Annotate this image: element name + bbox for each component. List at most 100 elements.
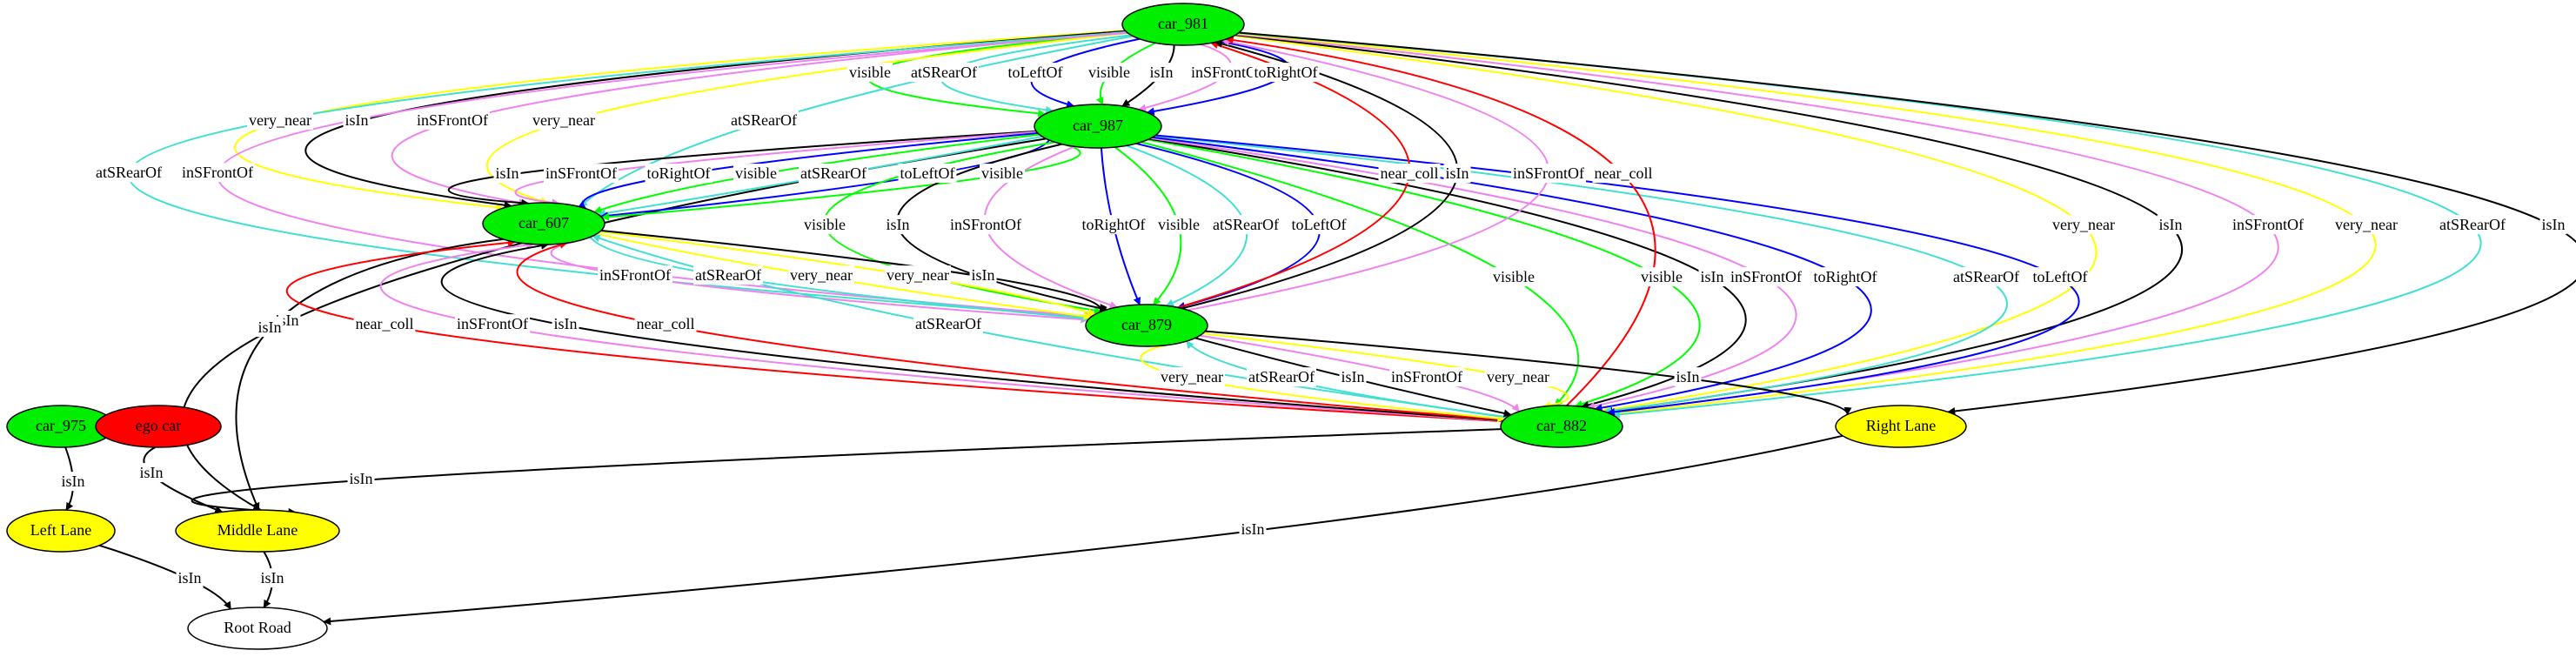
edge-label-background: [1698, 267, 1726, 287]
edge-label-very_near: very_near: [2052, 216, 2115, 233]
edge-label-isIn: isIn: [1446, 164, 1469, 182]
edge-label-inSFrontOf: inSFrontOf: [1513, 164, 1584, 182]
edge-label-inSFrontOf: inSFrontOf: [1730, 268, 1802, 285]
edge-label-background: [898, 164, 957, 184]
edge-label-background: [1443, 164, 1471, 184]
node-shape: [1121, 3, 1245, 46]
edge-label-isIn: isIn: [496, 164, 519, 182]
edge-label-background: [1510, 164, 1587, 184]
edge-label-visible: visible: [849, 64, 891, 81]
node-label: Left Lane: [30, 521, 91, 539]
edge-label-background: [1639, 267, 1685, 287]
node-car-981: car_981: [1121, 3, 1245, 46]
edge-label-background: [1087, 63, 1133, 83]
edge-label-isIn: isIn: [1342, 368, 1365, 385]
edge-label-very_near: very_near: [790, 266, 853, 284]
edge-label-background: [885, 265, 951, 285]
edge-label-very_near: very_near: [2335, 216, 2398, 233]
edge-car_882-car_607-atSRearOf: [592, 234, 1508, 419]
node-shape: [1500, 405, 1623, 448]
edge-label-background: [1811, 267, 1879, 287]
edge-label-isIn: isIn: [261, 569, 284, 587]
edge-label-background: [414, 111, 491, 131]
edge-label-background: [1491, 267, 1537, 287]
edge-label-background: [969, 265, 997, 285]
edge-label-inSFrontOf: inSFrontOf: [457, 315, 528, 332]
edge-label-near_coll: near_coll: [1381, 164, 1439, 182]
edge-label-very_near: very_near: [1161, 368, 1223, 385]
edge-label-background: [1592, 164, 1655, 184]
node-label: ego car: [136, 417, 181, 434]
node-right-lane: Right Lane: [1835, 405, 1967, 448]
edge-label-background: [94, 163, 164, 183]
edge-label-very_near: very_near: [532, 111, 595, 129]
edge-label-background: [2230, 215, 2306, 235]
node-car-975: car_975: [6, 405, 116, 448]
edge-label-isIn: isIn: [1701, 268, 1724, 285]
node-label: Middle Lane: [217, 521, 298, 539]
node-shape: [1835, 405, 1967, 448]
edge-label-atSRearOf: atSRearOf: [911, 64, 977, 81]
edge-label-isIn: isIn: [2542, 216, 2566, 233]
node-label: Root Road: [224, 619, 291, 636]
edge-label-background: [59, 472, 87, 492]
edge-label-visible: visible: [981, 164, 1023, 182]
edge-label-isIn: isIn: [345, 111, 369, 129]
edge-label-background: [1339, 367, 1367, 387]
edge-label-isIn: isIn: [972, 266, 995, 284]
node-shape: [1085, 304, 1208, 347]
edge-label-isIn: isIn: [140, 464, 164, 481]
node-label: car_879: [1121, 316, 1172, 333]
edge-label-inSFrontOf: inSFrontOf: [599, 266, 671, 284]
edge-label-background: [2539, 215, 2567, 235]
edge-label-atSRearOf: atSRearOf: [731, 111, 797, 129]
edge-label-isIn: isIn: [178, 569, 202, 587]
edge-label-background: [454, 314, 531, 334]
edge-label-background: [1247, 367, 1316, 387]
edge-label-very_near: very_near: [249, 111, 311, 129]
edge-label-near_coll: near_coll: [356, 315, 414, 332]
edge-label-background: [137, 463, 165, 483]
edge-label-inSFrontOf: inSFrontOf: [1391, 368, 1462, 385]
edge-label-toRightOf: toRightOf: [646, 164, 710, 182]
edge-label-visible: visible: [1088, 64, 1130, 81]
edge-label-background: [913, 314, 983, 334]
edge-label-background: [1211, 215, 1281, 235]
edge-label-isIn: isIn: [887, 216, 910, 233]
edge-label-background: [531, 111, 597, 131]
edge-label-background: [733, 164, 779, 184]
edge-label-isIn: isIn: [350, 470, 373, 487]
edge-label-background: [179, 163, 256, 183]
edge-label-toRightOf: toRightOf: [1254, 64, 1317, 81]
edge-label-inSFrontOf: inSFrontOf: [2232, 216, 2304, 233]
edge-label-background: [2031, 267, 2090, 287]
edge-label-atSRearOf: atSRearOf: [695, 266, 761, 284]
edge-label-background: [884, 215, 912, 235]
edge-label-background: [552, 314, 579, 334]
edge-left_lane-root_road-isIn: [99, 544, 232, 610]
edge-label-atSRearOf: atSRearOf: [1213, 216, 1279, 233]
edge-label-background: [1951, 267, 2021, 287]
node-shape: [482, 202, 606, 245]
edge-label-background: [493, 164, 521, 184]
edge-label-background: [347, 469, 375, 489]
node-label: car_882: [1536, 417, 1587, 434]
node-car-879: car_879: [1085, 304, 1208, 347]
edge-label-background: [693, 265, 763, 285]
edge-label-background: [1728, 267, 1804, 287]
edge-label-background: [176, 568, 204, 588]
edge-label-background: [2157, 215, 2185, 235]
edge-label-isIn: isIn: [62, 473, 85, 490]
edge-label-background: [343, 111, 371, 131]
edge-label-visible: visible: [735, 164, 777, 182]
edge-label-background: [1006, 63, 1065, 83]
edge-label-isIn: isIn: [1241, 520, 1265, 538]
edge-label-background: [729, 111, 799, 131]
edge-label-background: [799, 164, 868, 184]
edge-label-atSRearOf: atSRearOf: [1248, 368, 1315, 385]
edge-label-background: [1674, 367, 1702, 387]
edge-label-background: [1239, 520, 1267, 540]
edge-label-background: [847, 63, 893, 83]
edge-label-atSRearOf: atSRearOf: [800, 164, 866, 182]
node-car-607: car_607: [482, 202, 606, 245]
